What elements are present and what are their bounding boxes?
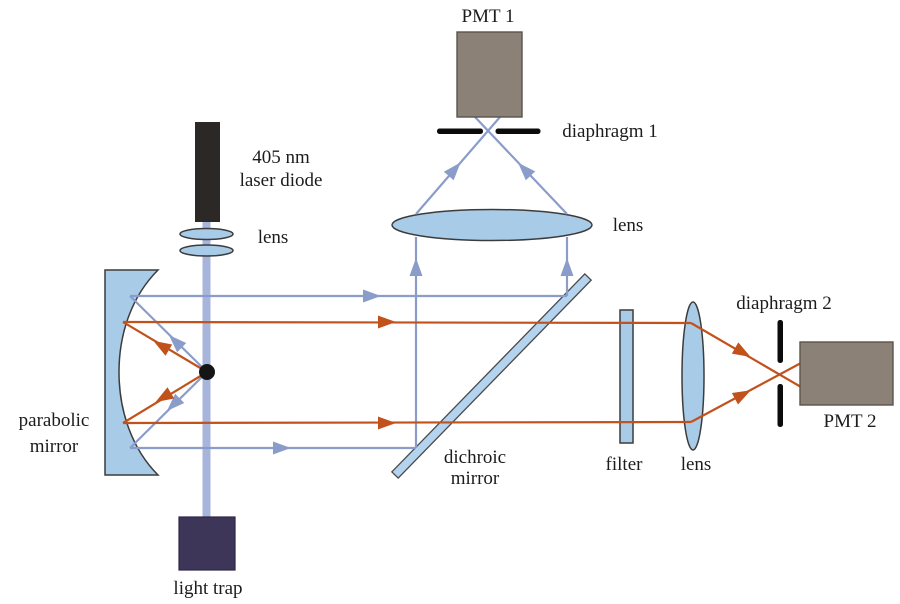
arrow-icon <box>518 162 536 181</box>
diaphragm1-left-bar <box>437 128 483 134</box>
arrow-icon <box>273 441 291 455</box>
laser-lens-2 <box>179 244 234 257</box>
arrow-icon <box>731 342 751 357</box>
collimating-lens <box>391 208 593 242</box>
arrow-icon <box>443 162 461 181</box>
parabolic-mirror <box>104 269 160 476</box>
diaphragm2-top-bar <box>777 320 783 363</box>
focusing-lens <box>681 301 705 451</box>
label-dichroic-line2: mirror <box>451 468 500 489</box>
label-filter: filter <box>606 454 644 475</box>
light-trap <box>178 516 236 571</box>
label-parabolic-line1: parabolic <box>19 410 90 431</box>
laser-lens-1 <box>179 227 234 241</box>
label-laser-lens: lens <box>258 227 289 248</box>
dichroic-mirror <box>390 272 593 480</box>
filter <box>619 309 634 444</box>
label-dichroic-line1: dichroic <box>444 447 506 468</box>
focal-point <box>199 364 215 380</box>
blue-ray-diag-upper <box>129 295 208 373</box>
label-pmt1: PMT 1 <box>462 6 515 27</box>
label-laser-line1: 405 nm <box>252 147 310 168</box>
arrow-icon <box>409 258 423 276</box>
label-laser-line2: laser diode <box>240 170 323 191</box>
arrow-icon <box>378 416 396 430</box>
label-pmt2: PMT 2 <box>824 411 877 432</box>
arrow-icon <box>168 334 187 353</box>
label-collimating-lens: lens <box>613 215 644 236</box>
pmt2-box <box>799 341 894 406</box>
orange-ray-bottom <box>122 420 692 425</box>
label-light-trap: light trap <box>173 578 242 599</box>
label-diaphragm2: diaphragm 2 <box>736 293 832 314</box>
arrow-icon <box>155 387 175 403</box>
label-parabolic-line2: mirror <box>30 436 79 457</box>
orange-ray-top <box>122 320 692 325</box>
diaphragm2-bottom-bar <box>777 384 783 427</box>
diaphragm1-right-bar <box>495 128 541 134</box>
blue-rays <box>129 116 574 455</box>
arrow-icon <box>378 315 396 329</box>
orange-rays <box>122 315 802 430</box>
arrow-icon <box>731 390 751 405</box>
label-diaphragm1: diaphragm 1 <box>562 121 658 142</box>
pmt1-box <box>456 31 523 118</box>
arrow-icon <box>363 289 381 303</box>
arrow-icon <box>166 393 185 412</box>
laser-diode <box>195 122 220 222</box>
label-focusing-lens: lens <box>681 454 712 475</box>
arrow-icon <box>560 258 574 276</box>
arrow-icon <box>153 340 173 356</box>
